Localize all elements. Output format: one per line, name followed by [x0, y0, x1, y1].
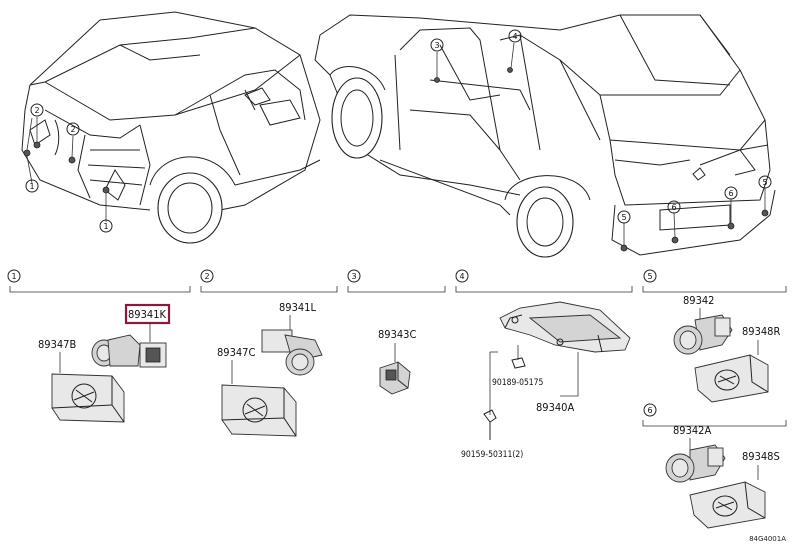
part-number-89341L[interactable]: 89341L: [279, 301, 316, 314]
svg-text:6: 6: [728, 189, 733, 198]
svg-text:4: 4: [459, 272, 464, 281]
clip-90189: [511, 357, 526, 369]
callout-3-rear-interior: 3: [430, 38, 444, 52]
sensor-89342A: [665, 444, 726, 483]
retainer-89348R: [694, 354, 769, 403]
sensor-89341L: [261, 329, 323, 376]
svg-text:5: 5: [621, 213, 626, 222]
section-3-parts: 89343C: [378, 328, 416, 395]
callout-6-rear-left: 6: [667, 200, 681, 214]
svg-text:2: 2: [70, 125, 75, 134]
section-header-6: 6: [642, 403, 787, 427]
svg-text:3: 3: [351, 272, 356, 281]
retainer-89347B: [51, 373, 125, 423]
callout-2-front-upper: 2: [30, 103, 44, 117]
section-1-parts: 89341K 89347B: [38, 303, 171, 423]
callout-4-rear-interior: 4: [508, 29, 522, 43]
ecu-89340A: [499, 301, 631, 353]
svg-text:2: 2: [204, 272, 209, 281]
svg-text:1: 1: [29, 182, 34, 191]
retainer-89348S: [689, 481, 766, 529]
diagram-reference-code: 84G4001A: [749, 535, 786, 543]
front-vehicle-illustration: 2 2 1 1: [21, 11, 321, 244]
part-number-89348R[interactable]: 89348R: [742, 325, 780, 338]
callout-5-rear-right: 5: [758, 175, 772, 189]
section-6-parts: 89342A 89348S: [665, 424, 780, 529]
svg-text:3: 3: [434, 41, 439, 50]
part-number-89348S[interactable]: 89348S: [742, 450, 780, 463]
part-number-89343C[interactable]: 89343C: [378, 328, 416, 341]
sensor-89342: [673, 314, 733, 355]
svg-text:5: 5: [647, 272, 652, 281]
svg-text:2: 2: [34, 106, 39, 115]
section-2-parts: 89341L 89347C: [217, 301, 323, 437]
sensor-89341K: [91, 334, 167, 368]
section-headers: 1 2 3 4 5 6: [7, 269, 787, 427]
part-number-89347B[interactable]: 89347B: [38, 338, 76, 351]
part-number-90159-50311[interactable]: 90159-50311(2): [461, 450, 523, 460]
retainer-89347C: [221, 384, 297, 437]
part-number-90189-05175[interactable]: 90189-05175: [492, 378, 544, 388]
svg-text:1: 1: [103, 222, 108, 231]
section-header-2: 2: [200, 269, 338, 293]
sensor-89343C: [379, 361, 411, 395]
section-header-5: 5: [642, 269, 787, 293]
section-4-parts: 90189-05175 89340A 90159-50311(2): [461, 301, 631, 460]
part-number-89342A[interactable]: 89342A: [673, 424, 711, 437]
svg-text:4: 4: [512, 32, 517, 41]
section-header-3: 3: [347, 269, 446, 293]
screw-90159: [483, 409, 497, 440]
callout-1-front-bottom: 1: [99, 219, 113, 233]
highlight-box: [124, 303, 171, 325]
svg-text:6: 6: [671, 203, 676, 212]
part-number-89347C[interactable]: 89347C: [217, 346, 255, 359]
part-number-89342[interactable]: 89342: [683, 294, 714, 307]
part-number-89341K[interactable]: 89341K: [128, 308, 166, 321]
callout-1-front-left: 1: [25, 179, 39, 193]
rear-vehicle-illustration: 3 4 5 6 6 5: [314, 14, 776, 258]
section-header-4: 4: [455, 269, 633, 293]
svg-text:6: 6: [647, 406, 652, 415]
callout-2-front-mid: 2: [66, 122, 80, 136]
section-header-1: 1: [7, 269, 191, 293]
part-number-89340A[interactable]: 89340A: [536, 401, 574, 414]
section-5-parts: 89342 89348R: [673, 294, 780, 403]
callout-6-rear-right: 6: [724, 186, 738, 200]
svg-text:5: 5: [762, 178, 767, 187]
svg-text:1: 1: [11, 272, 16, 281]
callout-5-rear-left: 5: [617, 210, 631, 224]
